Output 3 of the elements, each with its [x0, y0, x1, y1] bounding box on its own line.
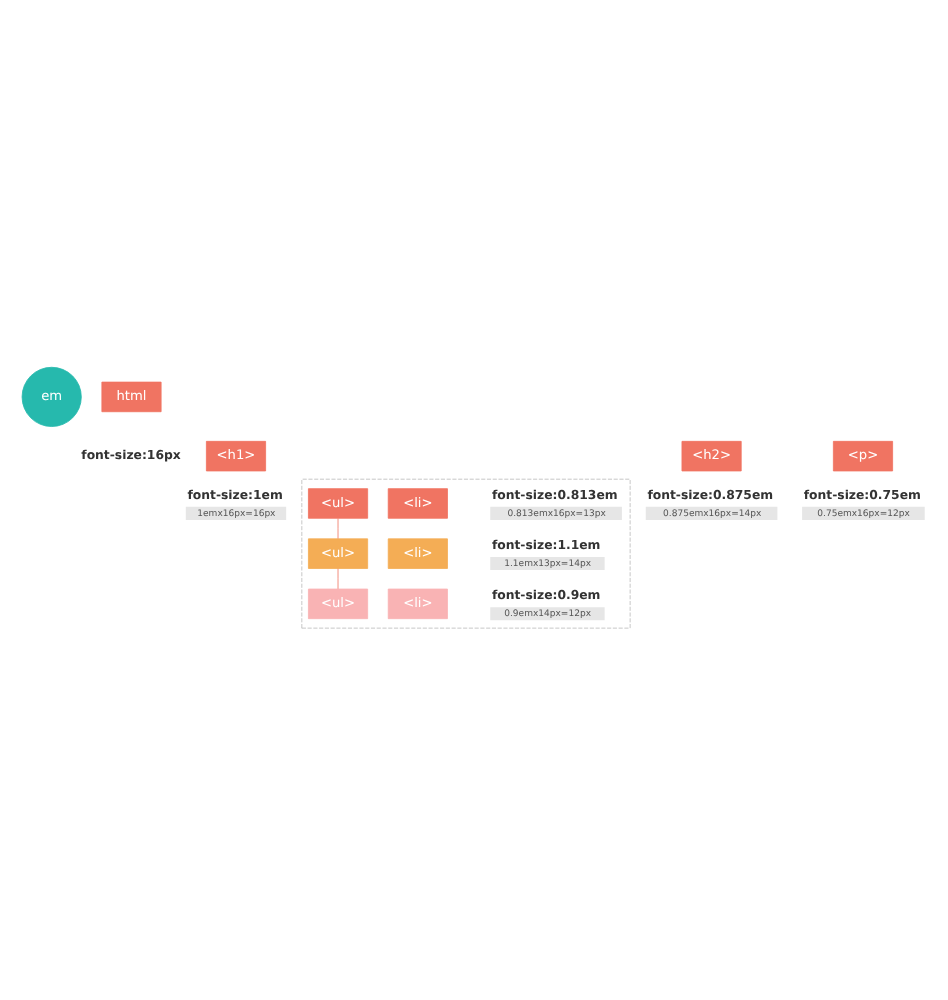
connector — [337, 517, 339, 538]
connector — [337, 567, 339, 589]
cluster — [301, 477, 631, 628]
